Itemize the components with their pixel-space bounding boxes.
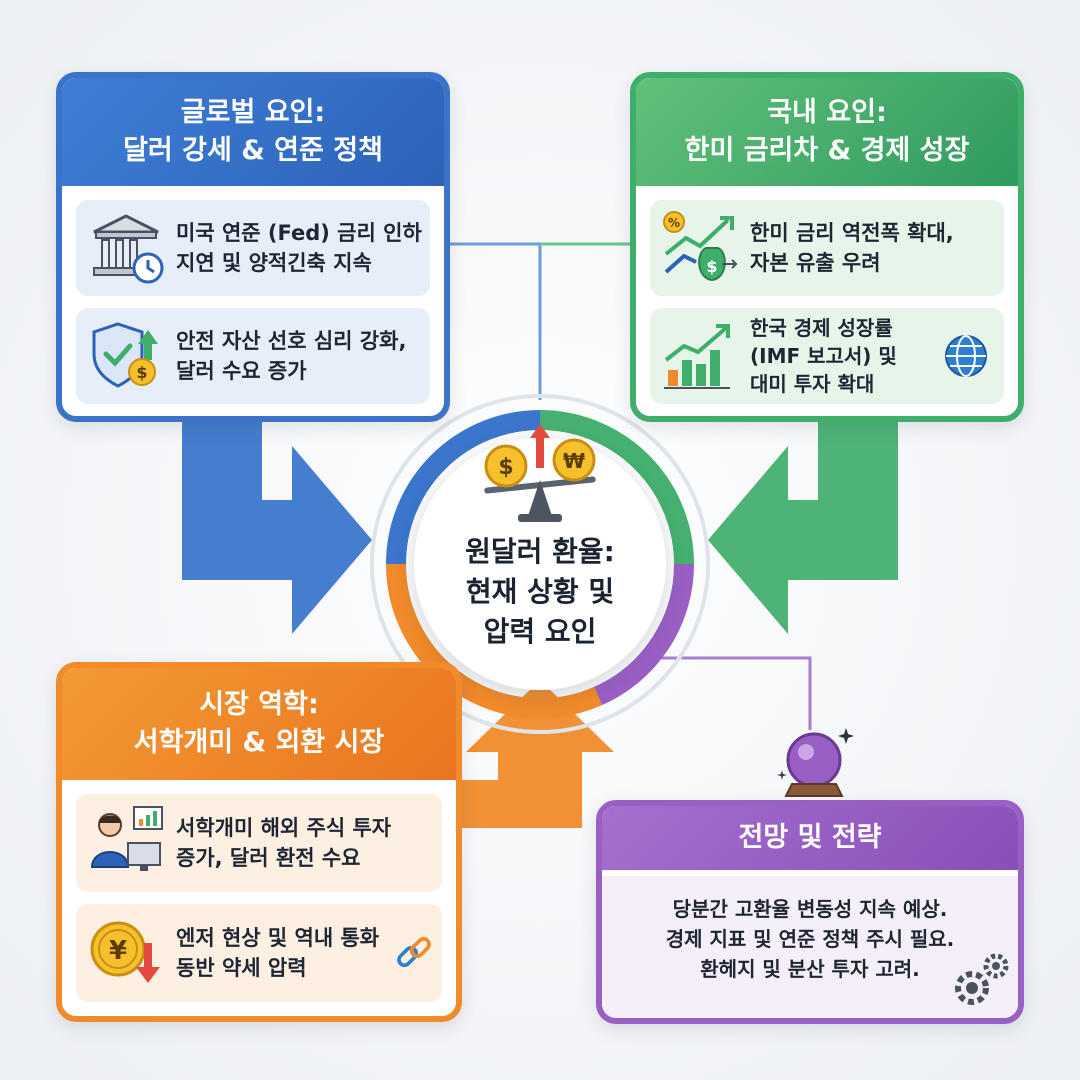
domestic-item-rate-gap: % $ 한미 금리 역전폭 확대, 자본 유출 우려 bbox=[650, 200, 1004, 296]
crystal-ball-icon bbox=[777, 728, 854, 797]
balance-scale-icon: $ ₩ bbox=[484, 424, 596, 522]
svg-text:$: $ bbox=[136, 363, 147, 382]
outlook-line-1: 당분간 고환율 변동성 지속 예상. bbox=[672, 897, 948, 921]
outlook-line-3: 환헤지 및 분산 투자 고려. bbox=[700, 957, 920, 981]
yen-down-icon: ¥ bbox=[90, 921, 160, 983]
market-title-line-2: 서학개미 & 외환 시장 bbox=[133, 727, 385, 758]
global-item-safe-asset: $ 안전 자산 선호 심리 강화, 달러 수요 증가 bbox=[76, 308, 430, 404]
global-item-safe-asset-text: 안전 자산 선호 심리 강화, 달러 수요 증가 bbox=[176, 326, 406, 386]
bank-clock-icon bbox=[93, 214, 164, 284]
global-factors-card: 글로벌 요인: 달러 강세 & 연준 정책 미국 연준 (Fed) 금리 인하 … bbox=[56, 72, 450, 422]
text-line: 서학개미 해외 주식 투자 bbox=[176, 816, 392, 840]
svg-text:$: $ bbox=[498, 455, 513, 480]
center-title: 원달러 환율: 현재 상황 및 압력 요인 bbox=[420, 532, 660, 652]
outlook-title-text: 전망 및 전략 bbox=[738, 822, 882, 853]
domestic-item-growth: 한국 경제 성장률 (IMF 보고서) 및 대미 투자 확대 bbox=[650, 308, 1004, 404]
domestic-item-growth-text: 한국 경제 성장률 (IMF 보고서) 및 대미 투자 확대 bbox=[750, 314, 897, 398]
market-item-yen: ¥ 엔저 현상 및 역내 통화 동반 약세 압력 bbox=[76, 904, 442, 1002]
outer-ring bbox=[370, 394, 710, 734]
text-line: 달러 수요 증가 bbox=[176, 359, 307, 383]
globe-icon bbox=[945, 335, 987, 377]
shield-dollar-icon: $ bbox=[92, 322, 158, 388]
market-item-investors: 서학개미 해외 주식 투자 증가, 달러 환전 수요 bbox=[76, 794, 442, 892]
text-line: 지연 및 양적긴축 지속 bbox=[176, 251, 372, 275]
global-factors-title: 글로벌 요인: 달러 강세 & 연준 정책 bbox=[62, 78, 444, 186]
outlook-title: 전망 및 전략 bbox=[602, 806, 1018, 870]
svg-text:¥: ¥ bbox=[109, 936, 127, 966]
text-line: 엔저 현상 및 역내 통화 bbox=[176, 926, 380, 950]
outlook-body: 당분간 고환율 변동성 지속 예상. 경제 지표 및 연준 정책 주시 필요. … bbox=[602, 876, 1018, 1018]
center-title-line-2: 현재 상황 및 bbox=[465, 575, 615, 608]
center-title-line-3: 압력 요인 bbox=[483, 615, 597, 648]
market-dynamics-title: 시장 역학: 서학개미 & 외환 시장 bbox=[62, 668, 456, 780]
global-title-line-2: 달러 강세 & 연준 정책 bbox=[123, 135, 383, 166]
market-dynamics-card: 시장 역학: 서학개미 & 외환 시장 서학개미 해외 주식 투자 증가, 달러… bbox=[56, 662, 462, 1022]
text-line: 자본 유출 우려 bbox=[750, 251, 881, 275]
text-line: 동반 약세 압력 bbox=[176, 956, 307, 980]
global-item-fed-text: 미국 연준 (Fed) 금리 인하 지연 및 양적긴축 지속 bbox=[176, 218, 422, 278]
rate-gap-money-icon: % $ bbox=[663, 211, 738, 282]
market-arrow bbox=[462, 680, 614, 828]
ring-outlook-segment bbox=[593, 563, 695, 706]
text-line: 한미 금리 역전폭 확대, bbox=[750, 221, 954, 245]
growth-chart-icon bbox=[664, 324, 730, 389]
global-connector-line bbox=[450, 242, 542, 400]
text-line: 대미 투자 확대 bbox=[750, 372, 875, 396]
svg-text:%: % bbox=[668, 216, 680, 230]
market-item-yen-text: 엔저 현상 및 역내 통화 동반 약세 압력 bbox=[176, 923, 379, 983]
ring-domestic-segment bbox=[539, 410, 694, 565]
text-line: 증가, 달러 환전 수요 bbox=[176, 846, 361, 870]
market-title-line-1: 시장 역학: bbox=[199, 689, 319, 720]
text-line: 안전 자산 선호 심리 강화, bbox=[176, 329, 407, 353]
ring-global-segment bbox=[386, 410, 541, 565]
domestic-item-rate-gap-text: 한미 금리 역전폭 확대, 자본 유출 우려 bbox=[750, 218, 954, 278]
global-title-line-1: 글로벌 요인: bbox=[180, 97, 326, 128]
global-arrow bbox=[182, 420, 372, 634]
domestic-arrow bbox=[708, 420, 898, 634]
outlook-connector-line bbox=[640, 656, 812, 730]
outlook-strategy-card: 전망 및 전략 당분간 고환율 변동성 지속 예상. 경제 지표 및 연준 정책… bbox=[596, 800, 1024, 1024]
center-title-line-1: 원달러 환율: bbox=[465, 535, 615, 568]
svg-text:$: $ bbox=[706, 257, 717, 276]
domestic-factors-title: 국내 요인: 한미 금리차 & 경제 성장 bbox=[636, 78, 1018, 186]
outlook-line-2: 경제 지표 및 연준 정책 주시 필요. bbox=[665, 927, 955, 951]
gears-icon bbox=[955, 953, 1009, 1005]
chain-link-icon bbox=[397, 937, 431, 968]
domestic-title-line-2: 한미 금리차 & 경제 성장 bbox=[684, 135, 970, 166]
domestic-factors-card: 국내 요인: 한미 금리차 & 경제 성장 % $ 한미 금리 역전폭 확대, … bbox=[630, 72, 1024, 422]
text-line: 미국 연준 (Fed) 금리 인하 bbox=[176, 221, 422, 245]
svg-text:₩: ₩ bbox=[563, 449, 585, 473]
text-line: 한국 경제 성장률 bbox=[750, 316, 893, 340]
market-item-investors-text: 서학개미 해외 주식 투자 증가, 달러 환전 수요 bbox=[176, 813, 391, 873]
global-item-fed: 미국 연준 (Fed) 금리 인하 지연 및 양적긴축 지속 bbox=[76, 200, 430, 296]
investor-icon bbox=[90, 806, 163, 871]
text-line: (IMF 보고서) 및 bbox=[750, 344, 897, 368]
domestic-title-line-1: 국내 요인: bbox=[767, 97, 887, 128]
